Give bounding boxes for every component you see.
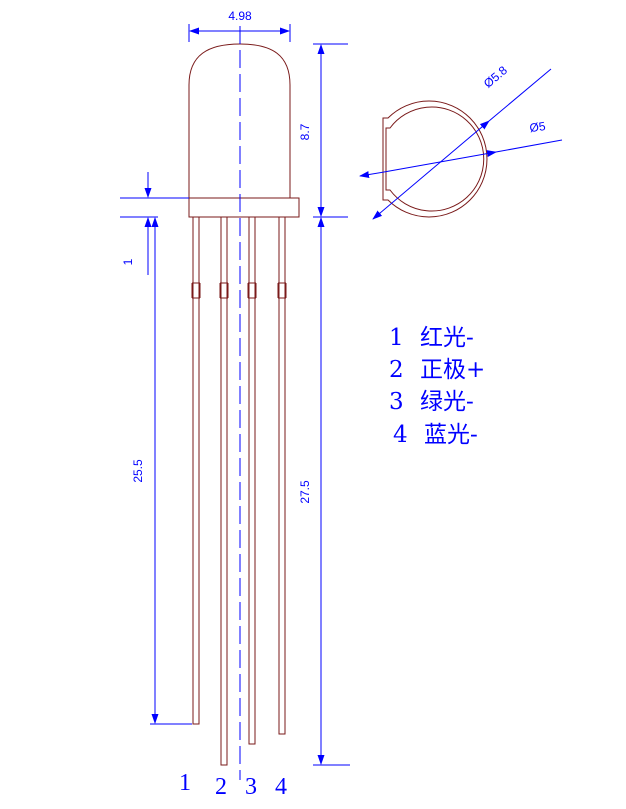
dim-dome-height-label: 8.7 (298, 123, 312, 140)
legend-num-4: 4 (393, 422, 408, 448)
lead-1 (191, 216, 201, 725)
pin-label-1: 1 (179, 770, 191, 796)
dim-body-diameter-label: Ø5 (529, 119, 547, 135)
lead-4 (277, 216, 287, 735)
dim-width-label: 4.98 (228, 9, 252, 23)
led-flange (188, 197, 300, 218)
legend-num-3: 3 (389, 389, 404, 415)
dim-short-lead (150, 217, 192, 725)
legend-text-3: 绿光- (420, 389, 474, 415)
lead-3 (247, 216, 257, 745)
dim-short-lead-label: 25.5 (131, 459, 145, 483)
dim-flange-diameter-label: Ø5.8 (481, 63, 510, 91)
pin-label-3: 3 (245, 774, 257, 800)
dim-flange-height-label: 1 (121, 258, 135, 265)
dim-width (188, 24, 291, 42)
dim-long-lead (313, 217, 350, 766)
dim-dome-height (313, 43, 348, 218)
dim-long-lead-label: 27.5 (298, 480, 312, 504)
pin-label-2: 2 (215, 774, 227, 800)
legend-text-4: 蓝光- (424, 422, 478, 448)
led-top-view (382, 100, 488, 218)
legend-text-1: 红光- (420, 325, 474, 351)
legend-num-2: 2 (389, 357, 404, 383)
dim-body-diameter (359, 139, 563, 178)
led-body (188, 43, 300, 766)
pin-legend: 1 红光- 2 正极+ 3 绿光- 4 蓝光- (389, 325, 485, 448)
legend-text-2: 正极+ (420, 357, 485, 383)
legend-num-1: 1 (389, 325, 404, 351)
lead-2 (219, 216, 229, 766)
pin-label-4: 4 (275, 774, 287, 800)
dim-flange-diameter (372, 68, 552, 220)
dim-flange-height (120, 172, 189, 275)
